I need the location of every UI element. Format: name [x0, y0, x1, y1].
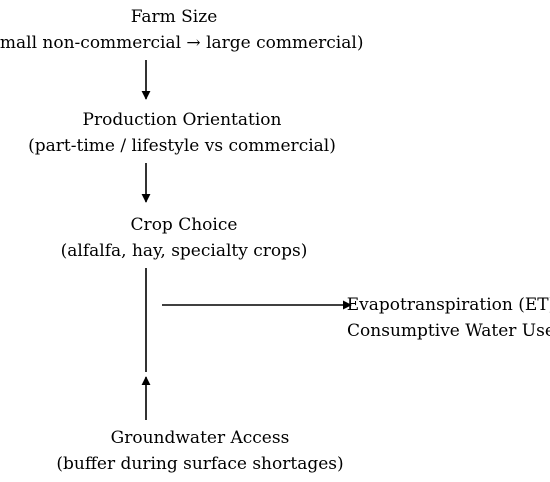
node-production-orientation-title: Production Orientation	[82, 110, 282, 130]
node-groundwater-access-title: Groundwater Access	[110, 428, 290, 448]
node-evapotranspiration: Evapotranspiration (ET) Consumptive Wate…	[347, 292, 550, 344]
node-crop-choice-subtitle: (alfalfa, hay, specialty crops)	[60, 241, 308, 261]
node-crop-choice: Crop Choice (alfalfa, hay, specialty cro…	[61, 212, 308, 264]
node-evapotranspiration-title: Evapotranspiration (ET)	[346, 295, 550, 315]
node-farm-size-title: Farm Size	[130, 7, 218, 27]
node-evapotranspiration-subtitle: Consumptive Water Use	[347, 321, 550, 341]
node-farm-size-subtitle: (small non-commercial → large commercial…	[0, 33, 364, 53]
node-groundwater-access-subtitle: (buffer during surface shortages)	[56, 454, 344, 474]
node-crop-choice-title: Crop Choice	[130, 215, 238, 235]
node-production-orientation: Production Orientation (part-time / life…	[28, 107, 336, 159]
node-groundwater-access: Groundwater Access (buffer during surfac…	[56, 425, 343, 477]
node-farm-size: Farm Size (small non-commercial → large …	[0, 4, 363, 56]
node-production-orientation-subtitle: (part-time / lifestyle vs commercial)	[28, 136, 336, 156]
